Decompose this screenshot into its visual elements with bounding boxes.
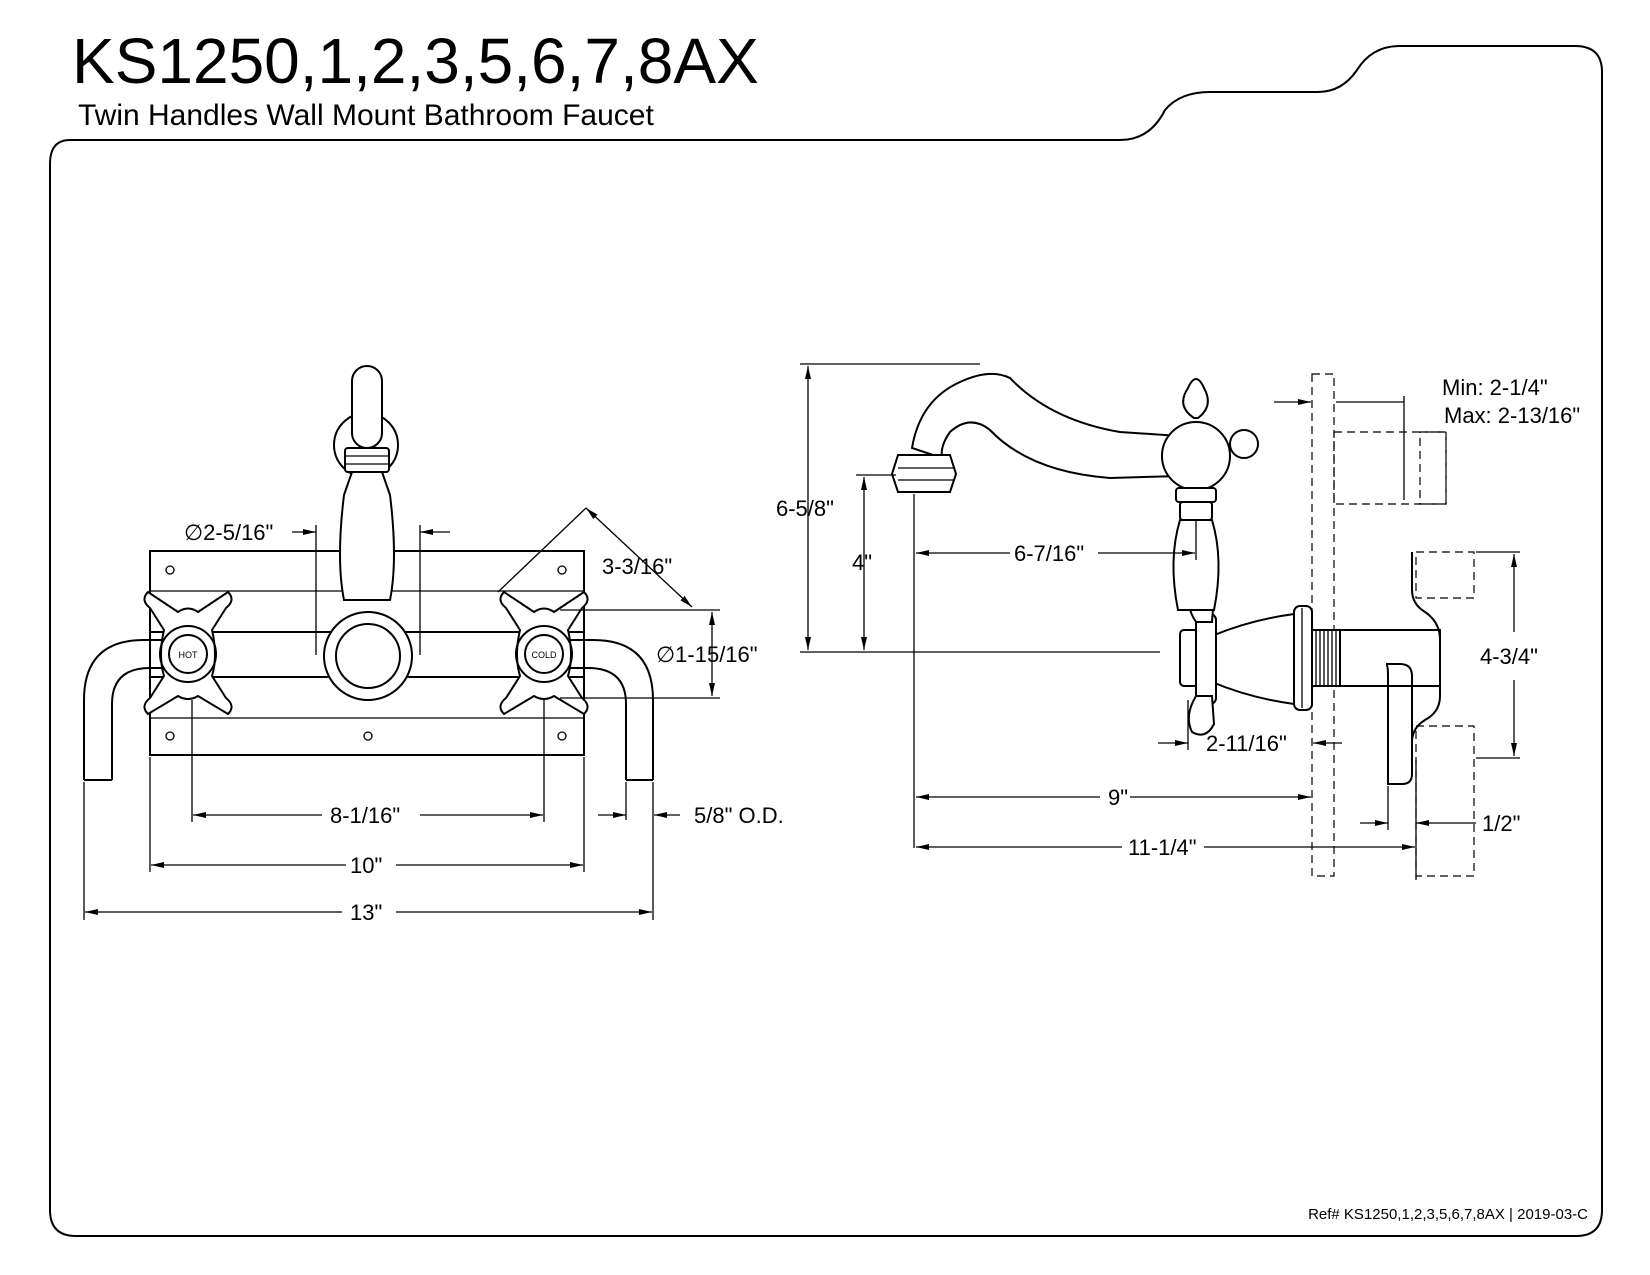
dim-flange-depth: 2-11/16" (1206, 731, 1287, 756)
side-handle (1179, 584, 1217, 736)
dim-overall-depth: 11-1/4" (1128, 835, 1197, 860)
drawing-frame (49, 45, 1603, 1237)
dim-handle-offset: 3-3/16" (602, 554, 672, 579)
dim-overall-width: 13" (350, 900, 382, 925)
hot-handle: HOT (143, 590, 233, 716)
front-spout (323, 365, 413, 701)
page-title: KS1250,1,2,3,5,6,7,8AX (72, 25, 759, 97)
dim-overall-height: 6-5/8" (776, 496, 834, 521)
side-spout (890, 372, 1259, 611)
dim-valve-height: 4-3/4" (1480, 644, 1538, 669)
dim-plate-width: 10" (350, 853, 382, 878)
dim-spout-reach: 6-7/16" (1014, 541, 1084, 566)
dim-wall-min: Min: 2-1/4" (1442, 375, 1548, 400)
dim-reach-to-wall: 9" (1108, 785, 1128, 810)
side-view: 6-5/8" 4" 6-7/16" Min: 2-1/4" Max: 2-13/… (776, 363, 1580, 880)
cold-label: COLD (531, 650, 557, 660)
dim-flange-diameter: ∅1-15/16" (656, 642, 758, 667)
right-supply-tube (562, 639, 654, 780)
dim-tube-od: 5/8" O.D. (694, 803, 784, 828)
front-view: HOT COLD ∅2-5/16" 3-3/16" ∅1-15/16" 8-1/… (83, 365, 784, 925)
left-supply-tube (83, 639, 175, 780)
dim-center-to-center: 8-1/16" (330, 803, 400, 828)
dim-pipe-size: 1/2" (1482, 811, 1520, 836)
page-subtitle: Twin Handles Wall Mount Bathroom Faucet (78, 99, 654, 132)
dim-spout-diameter: ∅2-5/16" (184, 520, 273, 545)
wall-section (1311, 373, 1335, 877)
hot-label: HOT (179, 650, 199, 660)
dim-wall-max: Max: 2-13/16" (1444, 403, 1580, 428)
dim-spout-height: 4" (852, 550, 872, 575)
reference-note: Ref# KS1250,1,2,3,5,6,7,8AX | 2019-03-C (1308, 1206, 1588, 1223)
